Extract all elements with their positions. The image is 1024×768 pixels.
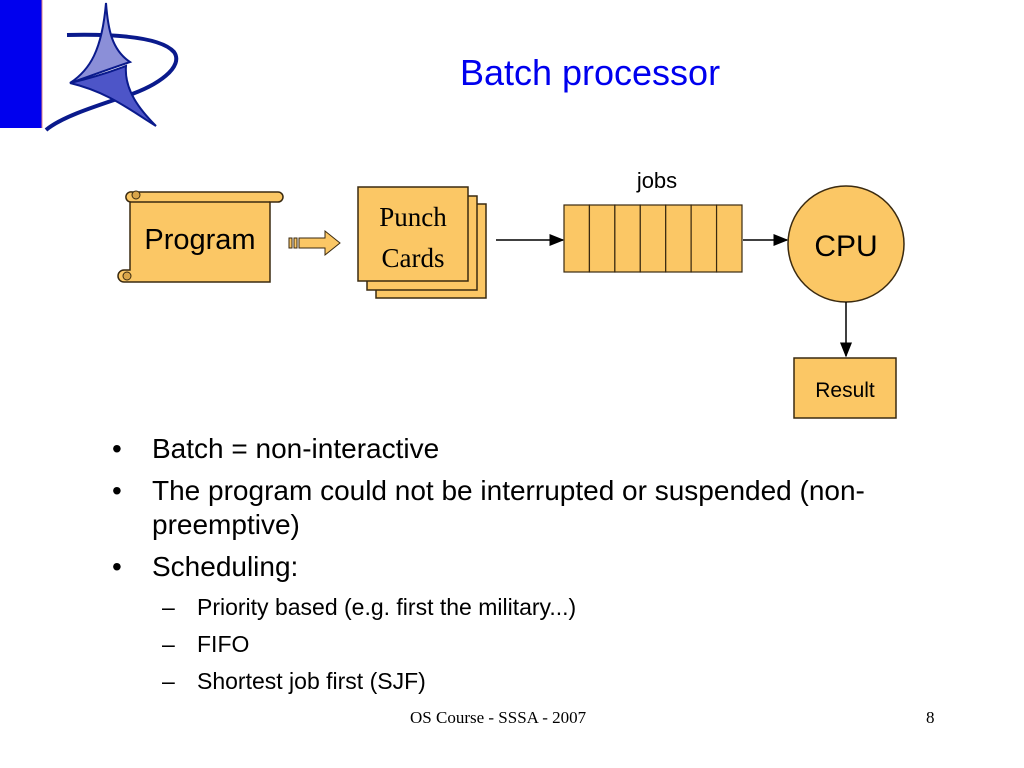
dash-icon: – [162,594,175,620]
sub-bullet-text: FIFO [197,631,250,657]
slide-title: Batch processor [459,52,721,93]
logo-icon [0,0,179,132]
bullet-list: • Batch = non-interactive • The program cou… [112,432,972,703]
sub-bullet-item: –FIFO [112,629,972,659]
bullet-item: • Scheduling: [112,550,972,584]
punch-cards-label-line1: Punch [379,202,447,232]
queue-slot [690,204,718,273]
punch-cards-label-line2: Cards [382,243,445,273]
result-box: Result [793,357,897,419]
dash-icon: – [162,668,175,694]
bullet-text: The program could not be interrupted or … [152,475,865,540]
queue-slot [614,204,641,273]
bullet-text: Scheduling: [152,551,299,582]
bullet-dot-icon: • [112,475,122,506]
batch-diagram: Program Punch Cards jobs CPU Result [117,168,905,419]
logo-star-lower [69,64,157,127]
bullet-item: • Batch = non-interactive [112,432,972,466]
queue-slot [715,204,743,273]
sub-bullet-text: Priority based (e.g. first the military.… [197,594,577,620]
bullet-dot-icon: • [112,433,122,464]
queue-slot [588,204,616,273]
bullet-item: • The program could not be interrupted or… [112,474,972,542]
punch-cards-stack: Punch Cards [357,186,487,299]
cpu-label: CPU [814,230,877,263]
footer-text: OS Course - SSSA - 2007 [410,708,587,727]
result-label: Result [815,379,875,402]
sub-bullet-item: –Shortest job first (SJF) [112,666,972,696]
queue-slot [665,204,692,273]
dash-icon: – [162,631,175,657]
logo-star-upper [69,2,133,84]
logo-swoosh [44,32,179,132]
queue-slot [563,204,591,273]
cpu-node: CPU [787,185,905,303]
sub-bullet-item: –Priority based (e.g. first the military… [112,592,972,622]
queue-slot [639,204,667,273]
bullet-text: Batch = non-interactive [152,433,440,464]
block-arrow-icon [288,229,341,257]
logo-blue-bar [0,0,42,128]
sub-bullet-text: Shortest job first (SJF) [197,668,426,694]
page-number: 8 [926,708,935,727]
program-scroll: Program [117,190,284,283]
program-label: Program [144,224,255,256]
job-queue [563,204,743,273]
jobs-label: jobs [636,168,677,193]
bullet-dot-icon: • [112,551,122,582]
